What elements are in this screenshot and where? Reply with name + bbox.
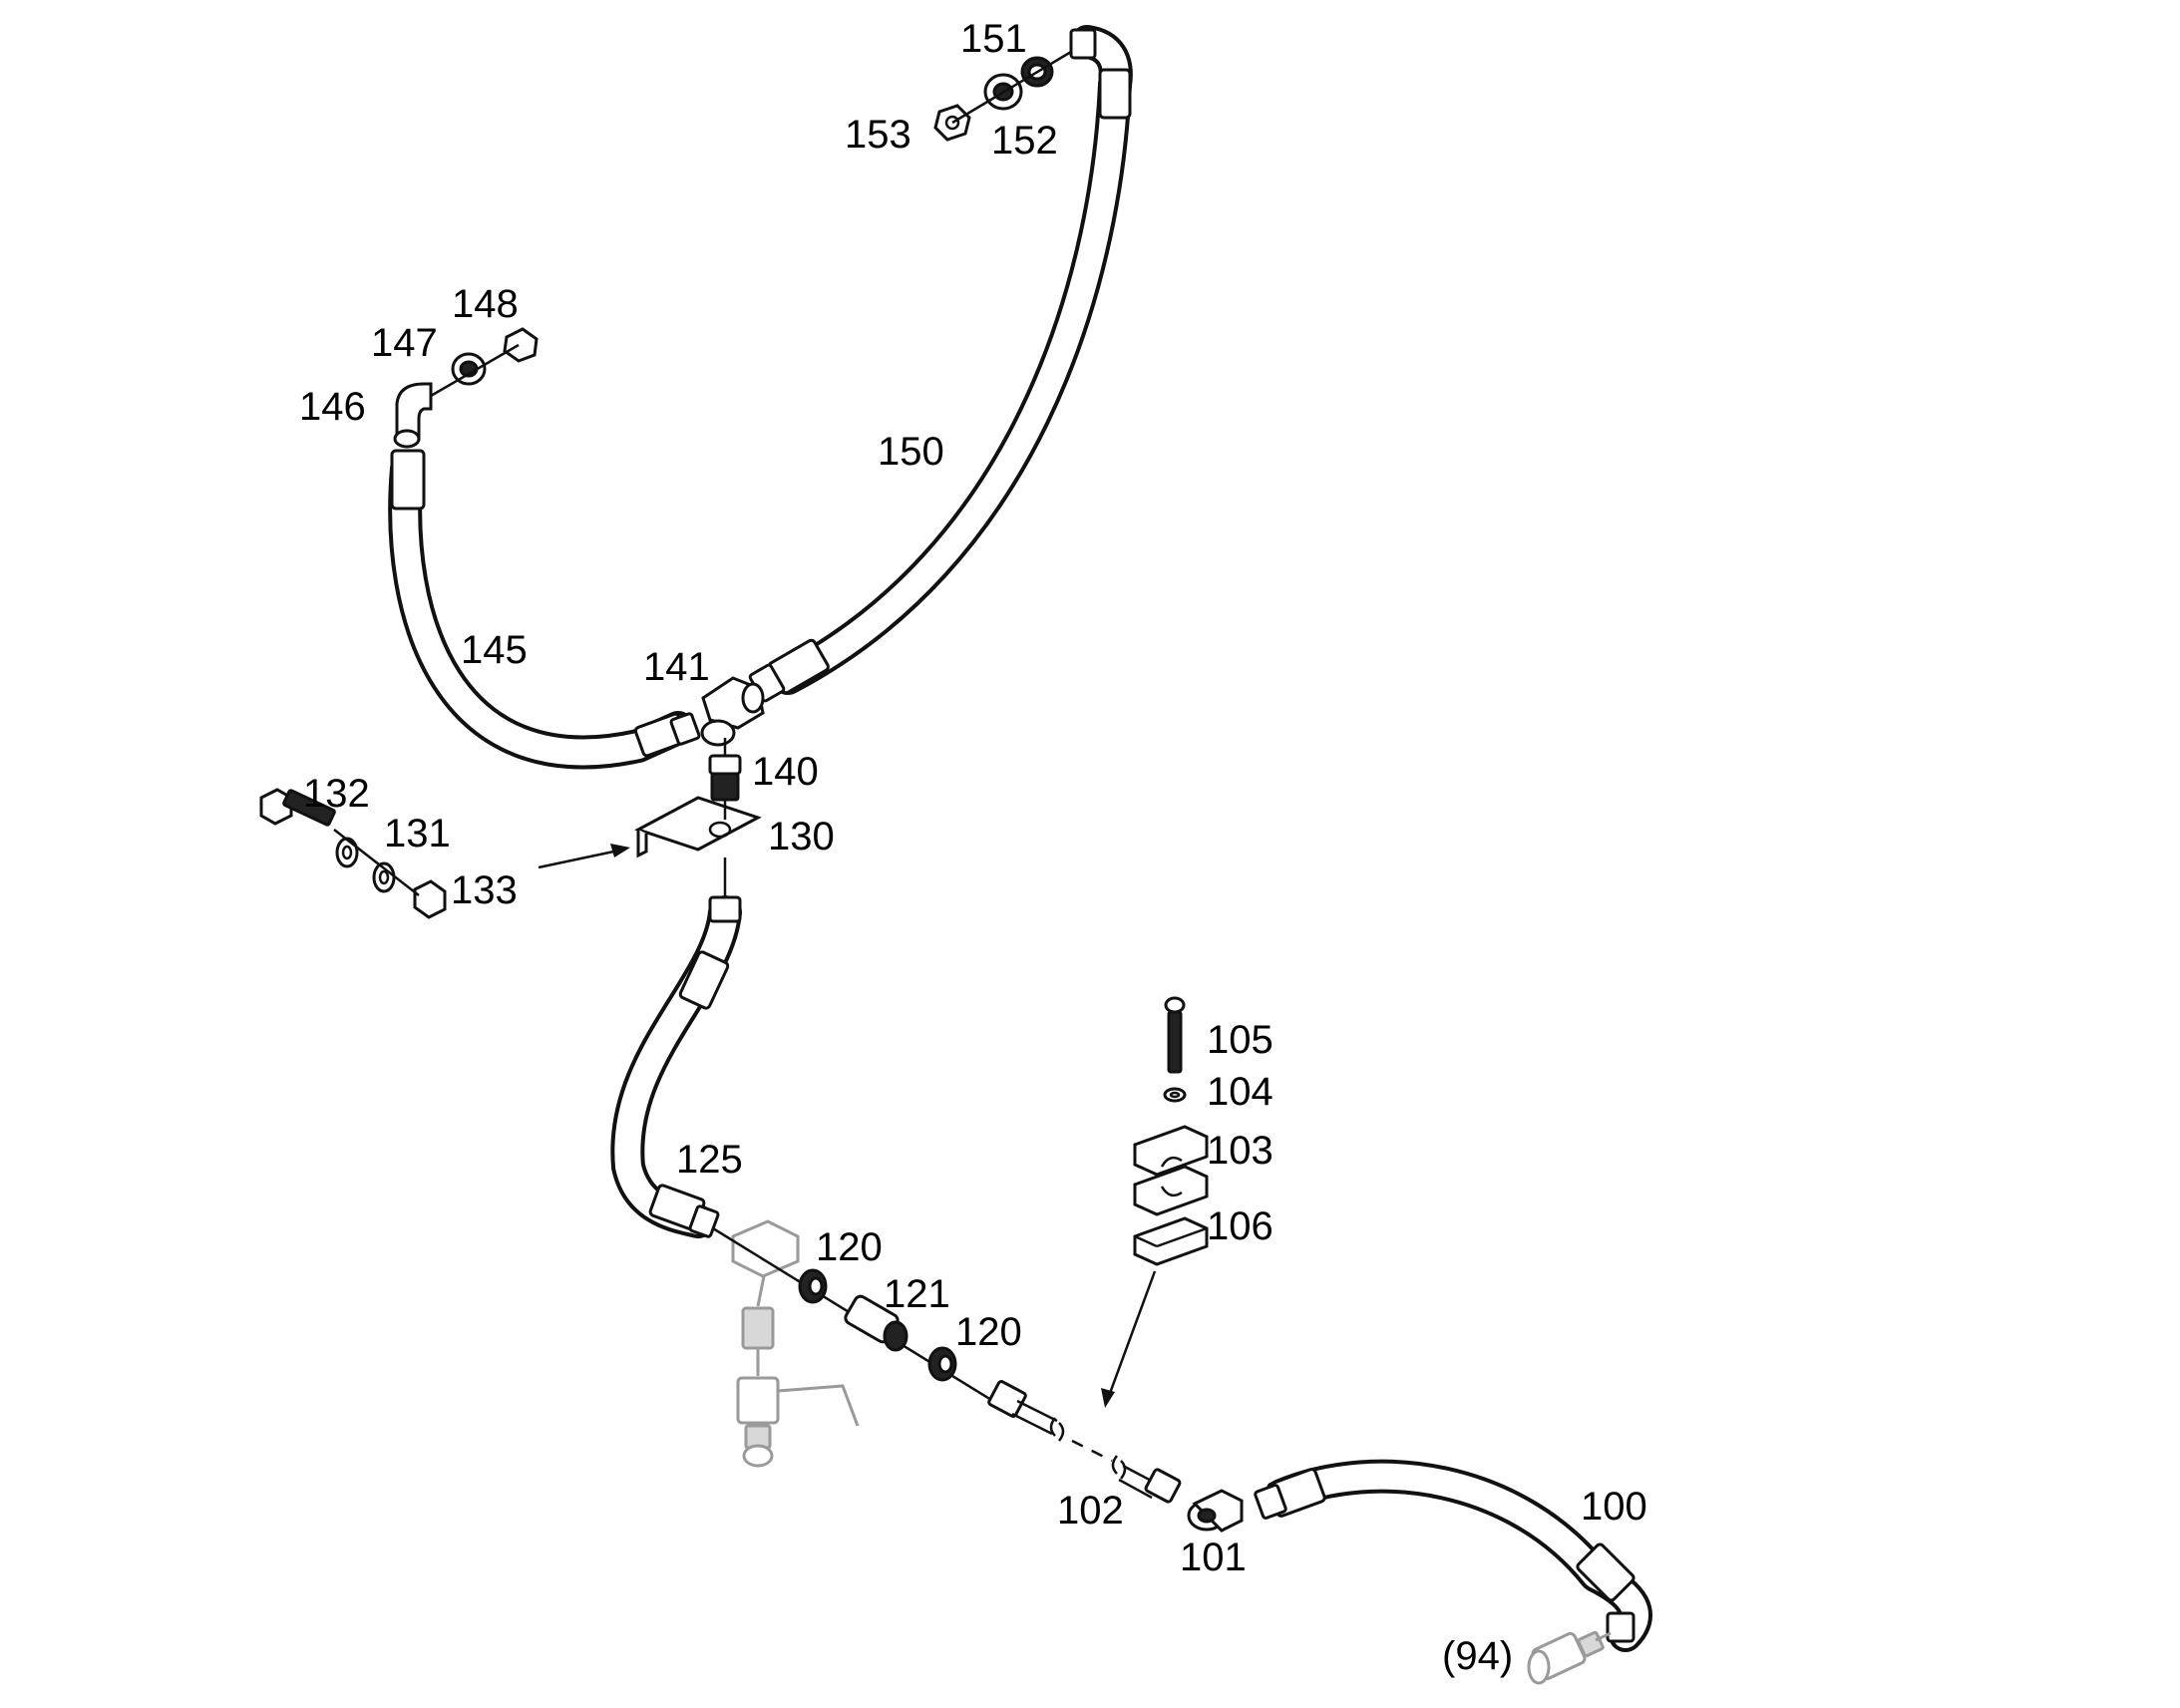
label-147: 147 [371,321,438,365]
label-130: 130 [768,815,835,858]
hose-150 [748,25,1133,703]
label-104: 104 [1207,1070,1273,1114]
hose-100 [1254,1459,1652,1652]
part-number-labels: 151 152 153 148 147 146 150 145 141 140 … [299,17,1647,1678]
label-106: 106 [1207,1204,1273,1248]
plate-106 [1133,1216,1209,1266]
label-132: 132 [303,772,370,816]
label-153: 153 [845,113,911,157]
label-101: 101 [1180,1536,1247,1579]
elbow-101 [1187,1489,1244,1533]
ball-valve-assembly [731,1219,860,1468]
label-121: 121 [884,1272,950,1316]
hose-145 [388,449,701,770]
clamp-half-103 [1133,1125,1209,1216]
nut-133 [413,879,447,919]
label-120-lower: 120 [955,1310,1022,1354]
fitting-120a [798,1268,828,1304]
washer-104 [1163,1087,1187,1103]
label-152: 152 [991,119,1058,163]
bolt-132 [259,788,336,827]
label-141: 141 [643,645,710,689]
adapter-140 [708,738,742,802]
label-125: 125 [676,1138,743,1182]
washer-131a [335,837,359,868]
label-100: 100 [1581,1485,1647,1529]
label-105: 105 [1207,1018,1273,1062]
label-146: 146 [299,385,366,429]
label-131: 131 [384,812,451,855]
label-102: 102 [1057,1489,1124,1533]
nut-148 [503,327,539,363]
label-148: 148 [452,282,519,326]
bolt-105 [1164,996,1186,1074]
tube-102 [987,1380,1182,1504]
label-133: 133 [451,868,518,912]
fitting-94 [1527,1630,1612,1685]
fitting-121 [844,1294,908,1352]
label-120-upper: 120 [816,1225,883,1269]
elbow-146 [393,382,433,449]
label-94: (94) [1442,1634,1513,1678]
label-151: 151 [960,17,1027,61]
label-140: 140 [752,750,819,794]
tee-141 [700,676,765,747]
washer-131b [372,861,396,893]
bracket-130 [634,796,762,858]
fitting-147 [451,352,487,386]
label-145: 145 [461,628,528,672]
hose-125 [610,857,742,1238]
label-150: 150 [878,430,944,474]
label-103: 103 [1207,1129,1273,1173]
fitting-120b [927,1346,957,1382]
